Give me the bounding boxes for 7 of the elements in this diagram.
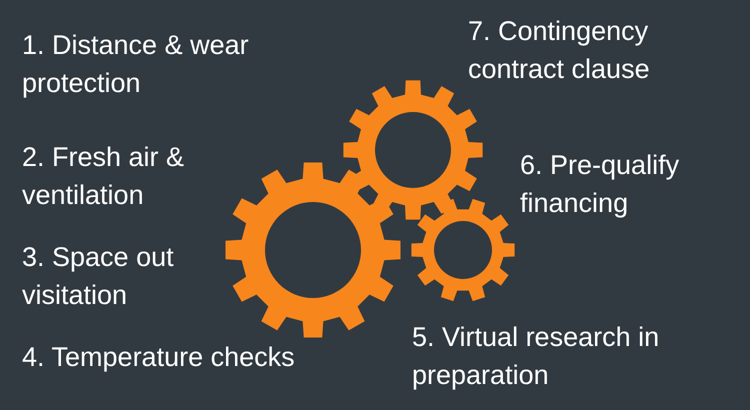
list-item-text: 3. Space out visitation	[22, 241, 175, 312]
list-item-text: 6. Pre-qualify financing	[520, 149, 680, 220]
list-item-text: 1. Distance & wear protection	[22, 29, 250, 100]
list-item-text: 7. Contingency contract clause	[468, 15, 651, 86]
list-item-text: 4. Temperature checks	[22, 341, 296, 374]
list-item-text: 2. Fresh air & ventilation	[22, 141, 186, 212]
list-item-text: 5. Virtual research in preparation	[412, 321, 660, 392]
